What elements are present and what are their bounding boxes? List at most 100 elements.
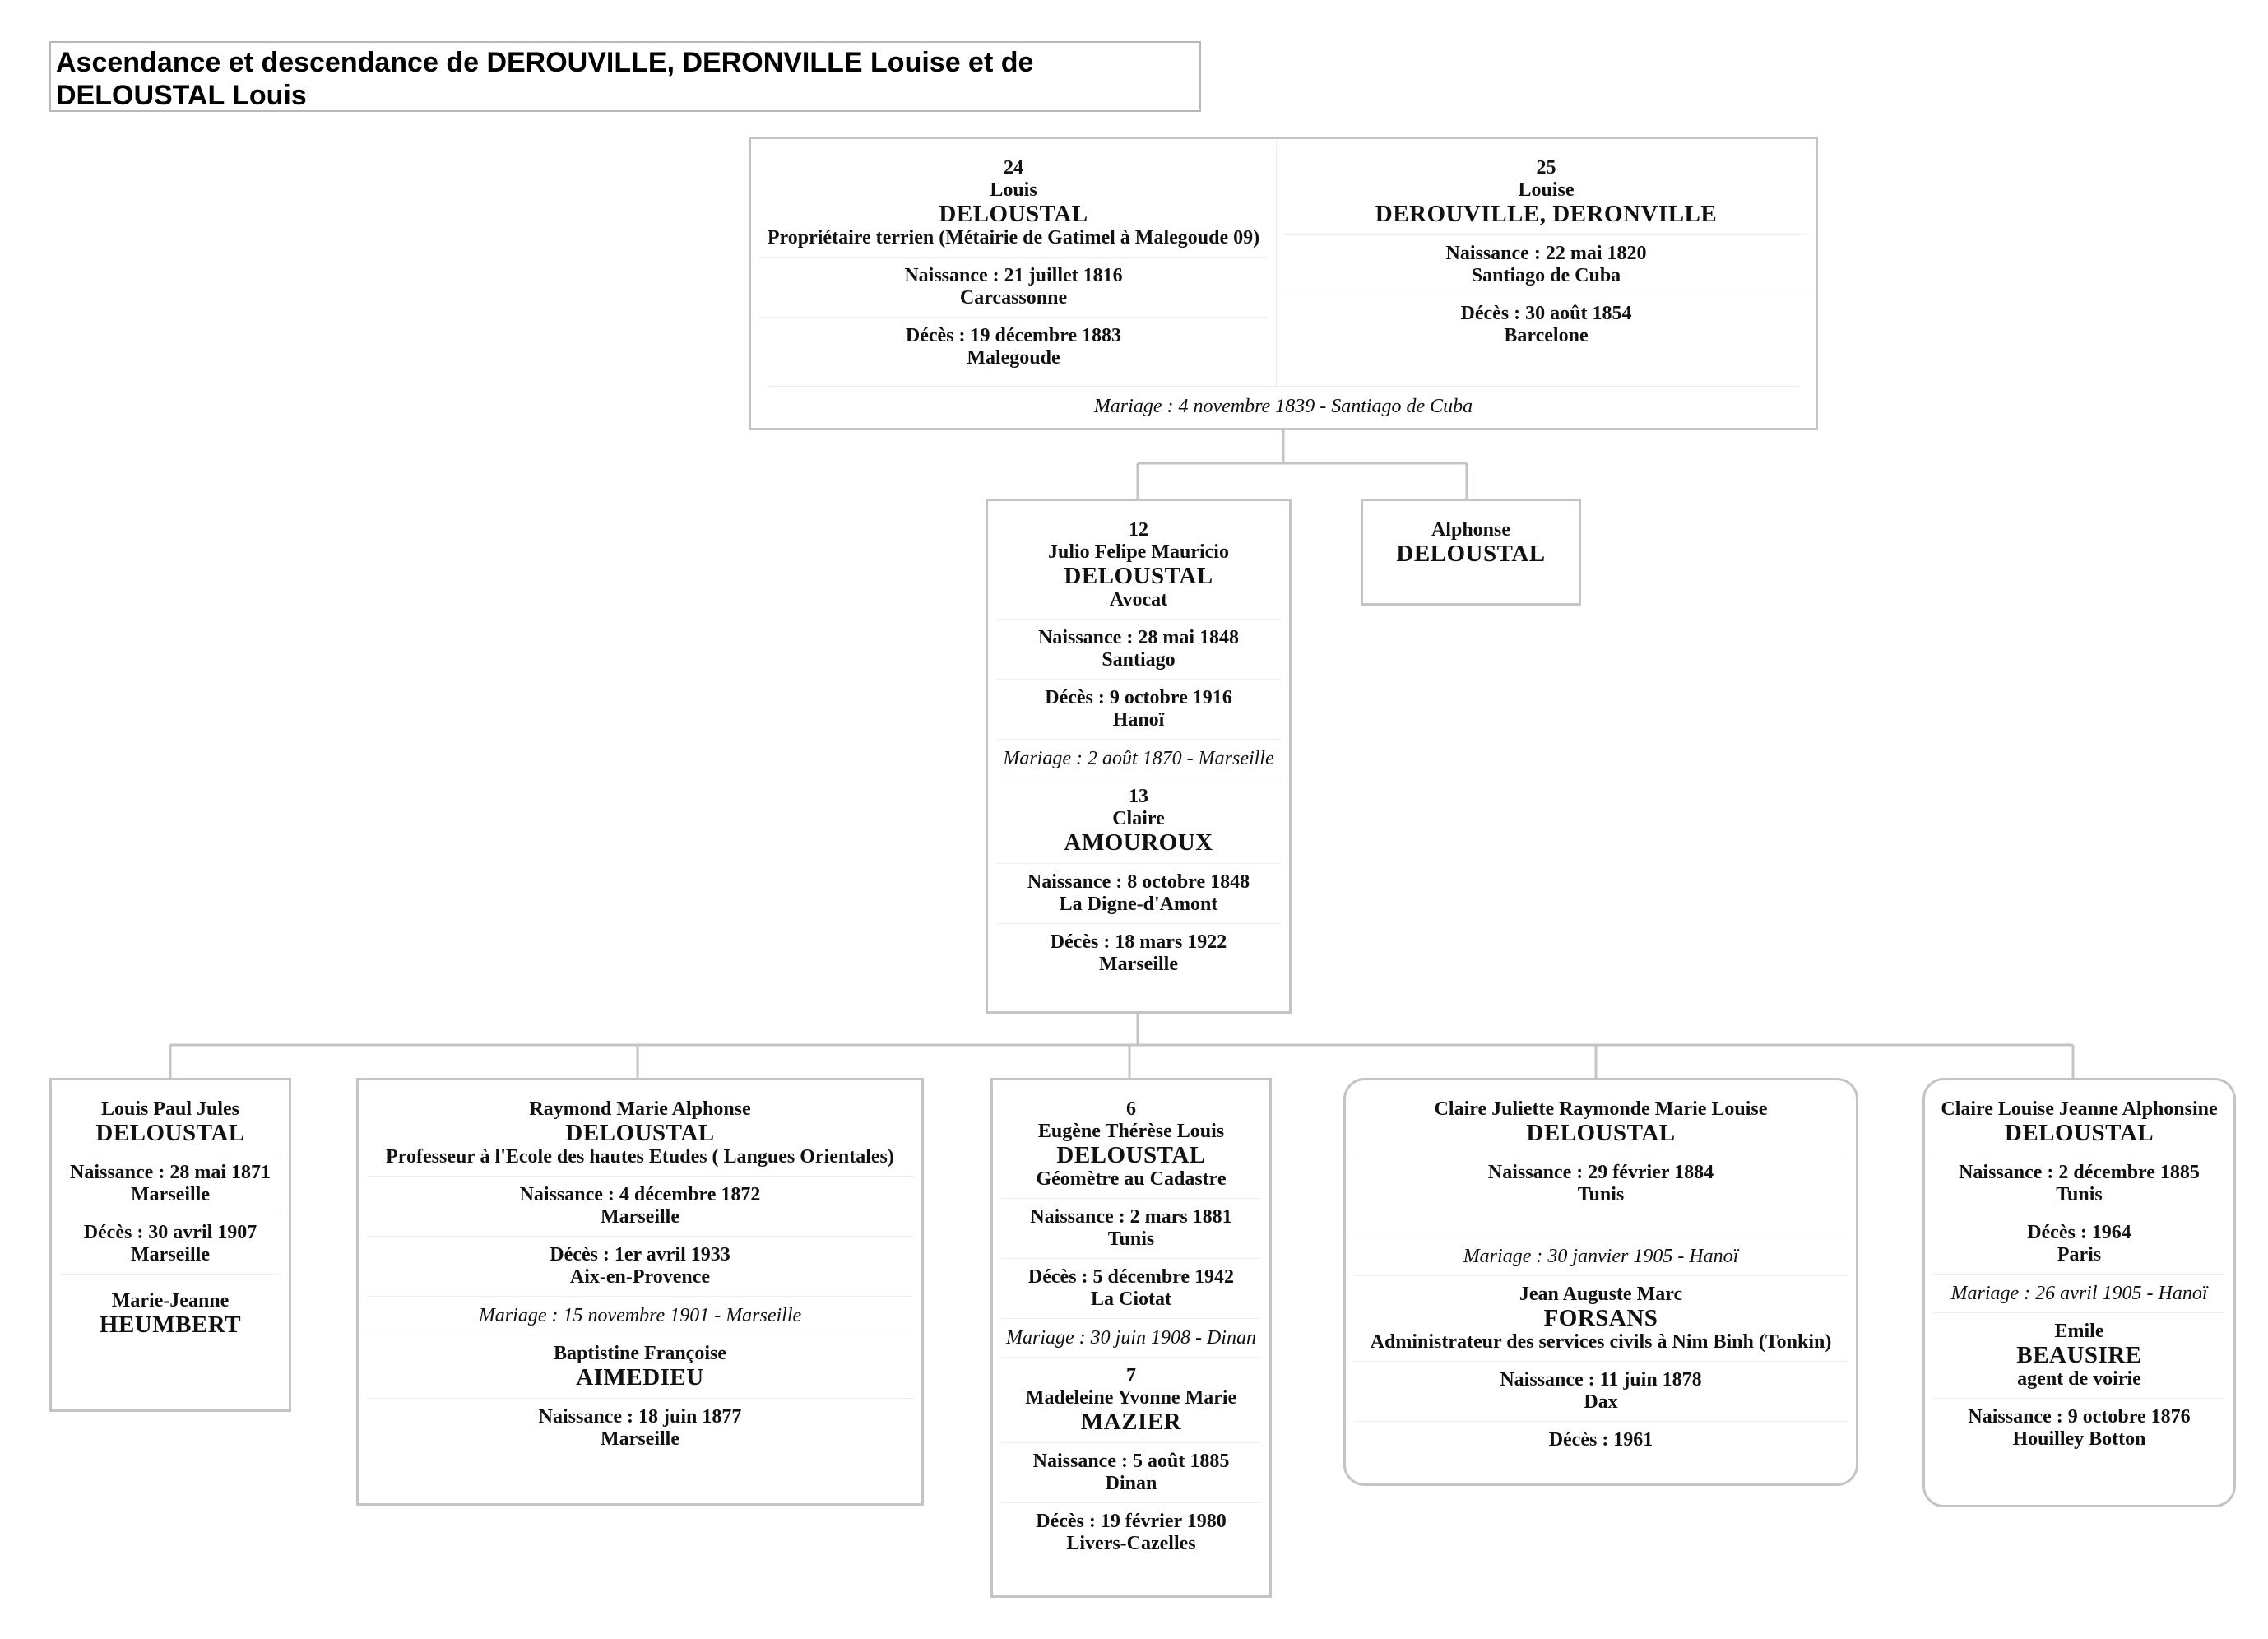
death-place: Aix-en-Provence <box>569 1266 711 1288</box>
spouse-birth-date: Naissance : 5 août 1885 <box>1032 1451 1230 1472</box>
given-name: Raymond Marie Alphonse <box>529 1098 751 1120</box>
birth-place: Tunis <box>1577 1184 1625 1205</box>
marriage-info: Mariage : 4 novembre 1839 - Santiago de … <box>1093 396 1473 417</box>
death-place: Hanoï <box>1112 709 1165 731</box>
grandfather-panel[interactable]: 24 Louis DELOUSTAL Propriétaire terrien … <box>751 139 1277 386</box>
birth-place: Marseille <box>131 1184 210 1205</box>
spouse-given-name: Madeleine Yvonne Marie <box>1025 1387 1237 1409</box>
surname: DELOUSTAL <box>95 1120 245 1146</box>
spouse-number: 7 <box>1126 1365 1136 1386</box>
surname: DEROUVILLE, DERONVILLE <box>1375 201 1718 227</box>
spouse-surname: BEAUSIRE <box>2016 1342 2142 1368</box>
spouse-birth-place: Marseille <box>601 1428 679 1450</box>
surname: AMOUROUX <box>1064 829 1213 856</box>
marriage-info: Mariage : 30 juin 1908 - Dinan <box>1006 1327 1256 1349</box>
spouse-birth-place: Dinan <box>1105 1473 1157 1494</box>
divider <box>1285 234 1807 235</box>
given-name: Claire <box>1112 808 1165 829</box>
spouse-birth-date: Naissance : 18 juin 1877 <box>538 1406 742 1428</box>
parents-card[interactable]: 12 Julio Felipe Mauricio DELOUSTAL Avoca… <box>986 499 1292 1014</box>
divider <box>1933 1274 2225 1275</box>
divider <box>766 386 1801 387</box>
person-number: 12 <box>1129 519 1148 541</box>
occupation: Professeur à l'Ecole des hautes Etudes (… <box>386 1146 894 1168</box>
divider <box>367 1236 913 1237</box>
child-card-3[interactable]: 6 Eugène Thérèse Louis DELOUSTAL Géomètr… <box>990 1078 1272 1598</box>
sibling-card[interactable]: Alphonse DELOUSTAL <box>1361 499 1581 606</box>
death-place: Paris <box>2057 1244 2102 1265</box>
divider <box>996 863 1281 864</box>
spouse-surname: AIMEDIEU <box>576 1364 704 1391</box>
divider <box>996 679 1281 680</box>
divider <box>367 1176 913 1177</box>
divider <box>1001 1502 1261 1503</box>
child-card-5[interactable]: Claire Louise Jeanne Alphonsine DELOUSTA… <box>1922 1078 2236 1507</box>
marriage-info: Mariage : 15 novembre 1901 - Marseille <box>478 1305 802 1326</box>
grandmother-panel[interactable]: 25 Louise DEROUVILLE, DERONVILLE Naissan… <box>1277 139 1816 386</box>
spouse-given-name: Jean Auguste Marc <box>1519 1284 1683 1305</box>
spouse-surname: FORSANS <box>1543 1305 1658 1331</box>
grandparents-card[interactable]: 24 Louis DELOUSTAL Propriétaire terrien … <box>749 137 1818 430</box>
person-number: 6 <box>1126 1098 1136 1120</box>
birth-place: Tunis <box>2056 1184 2103 1205</box>
given-name: Louis <box>990 179 1037 201</box>
occupation: Propriétaire terrien (Métairie de Gatime… <box>767 227 1260 248</box>
spouse-birth-date: Naissance : 9 octobre 1876 <box>1968 1406 2191 1428</box>
divider <box>1354 1421 1848 1422</box>
birth-date: Naissance : 2 mars 1881 <box>1030 1206 1232 1228</box>
spouse-given-name: Emile <box>2054 1321 2104 1342</box>
death-place: La Ciotat <box>1091 1288 1171 1310</box>
divider <box>1354 1275 1848 1276</box>
given-name: Claire Louise Jeanne Alphonsine <box>1941 1098 2218 1120</box>
person-number: 13 <box>1129 786 1148 807</box>
death-place: Marseille <box>1099 954 1178 975</box>
child-card-1[interactable]: Louis Paul Jules DELOUSTAL Naissance : 2… <box>49 1078 291 1412</box>
given-name: Alphonse <box>1431 519 1511 541</box>
birth-date: Naissance : 4 décembre 1872 <box>519 1184 761 1205</box>
divider <box>1354 1361 1848 1362</box>
marriage-info: Mariage : 2 août 1870 - Marseille <box>1003 748 1274 769</box>
birth-place: Marseille <box>601 1206 679 1228</box>
birth-date: Naissance : 8 octobre 1848 <box>1027 871 1250 893</box>
given-name: Louise <box>1518 179 1575 201</box>
death-date: Décès : 1964 <box>2027 1222 2131 1243</box>
spouse-given-name: Baptistine Françoise <box>554 1343 726 1364</box>
death-place: Malegoude <box>967 347 1060 369</box>
divider <box>759 317 1268 318</box>
birth-place: Tunis <box>1107 1228 1155 1250</box>
death-date: Décès : 30 août 1854 <box>1460 303 1632 324</box>
death-place: Marseille <box>131 1244 210 1265</box>
divider <box>1933 1398 2225 1399</box>
child-card-2[interactable]: Raymond Marie Alphonse DELOUSTAL Profess… <box>356 1078 924 1506</box>
birth-date: Naissance : 2 décembre 1885 <box>1959 1162 2200 1183</box>
spouse-birth-date: Naissance : 11 juin 1878 <box>1500 1369 1702 1391</box>
death-date: Décès : 18 mars 1922 <box>1050 931 1227 953</box>
death-date: Décès : 30 avril 1907 <box>83 1222 257 1243</box>
divider <box>367 1398 913 1399</box>
spouse-occupation: agent de voirie <box>2017 1368 2141 1390</box>
surname: DELOUSTAL <box>2004 1120 2154 1146</box>
divider <box>996 619 1281 620</box>
divider <box>1001 1318 1261 1319</box>
divider <box>1001 1198 1261 1199</box>
occupation: Géomètre au Cadastre <box>1036 1168 1227 1190</box>
page-title: Ascendance et descendance de DEROUVILLE,… <box>49 41 1201 112</box>
divider <box>1001 1357 1261 1358</box>
given-name: Eugène Thérèse Louis <box>1037 1121 1225 1142</box>
divider <box>60 1274 281 1275</box>
death-place: Barcelone <box>1504 325 1589 346</box>
surname: DELOUSTAL <box>1396 541 1546 567</box>
death-date: Décès : 1er avril 1933 <box>550 1244 730 1265</box>
surname: DELOUSTAL <box>939 201 1088 227</box>
spouse-surname: HEUMBERT <box>99 1312 242 1338</box>
surname: DELOUSTAL <box>1056 1142 1206 1168</box>
birth-place: Carcassonne <box>959 287 1068 309</box>
surname: DELOUSTAL <box>1064 563 1213 589</box>
spouse-birth-place: Dax <box>1584 1391 1618 1413</box>
child-card-4[interactable]: Claire Juliette Raymonde Marie Louise DE… <box>1343 1078 1858 1486</box>
divider <box>996 739 1281 740</box>
birth-place: La Digne-d'Amont <box>1059 894 1218 915</box>
death-date: Décès : 19 décembre 1883 <box>905 325 1122 346</box>
divider <box>1933 1312 2225 1313</box>
